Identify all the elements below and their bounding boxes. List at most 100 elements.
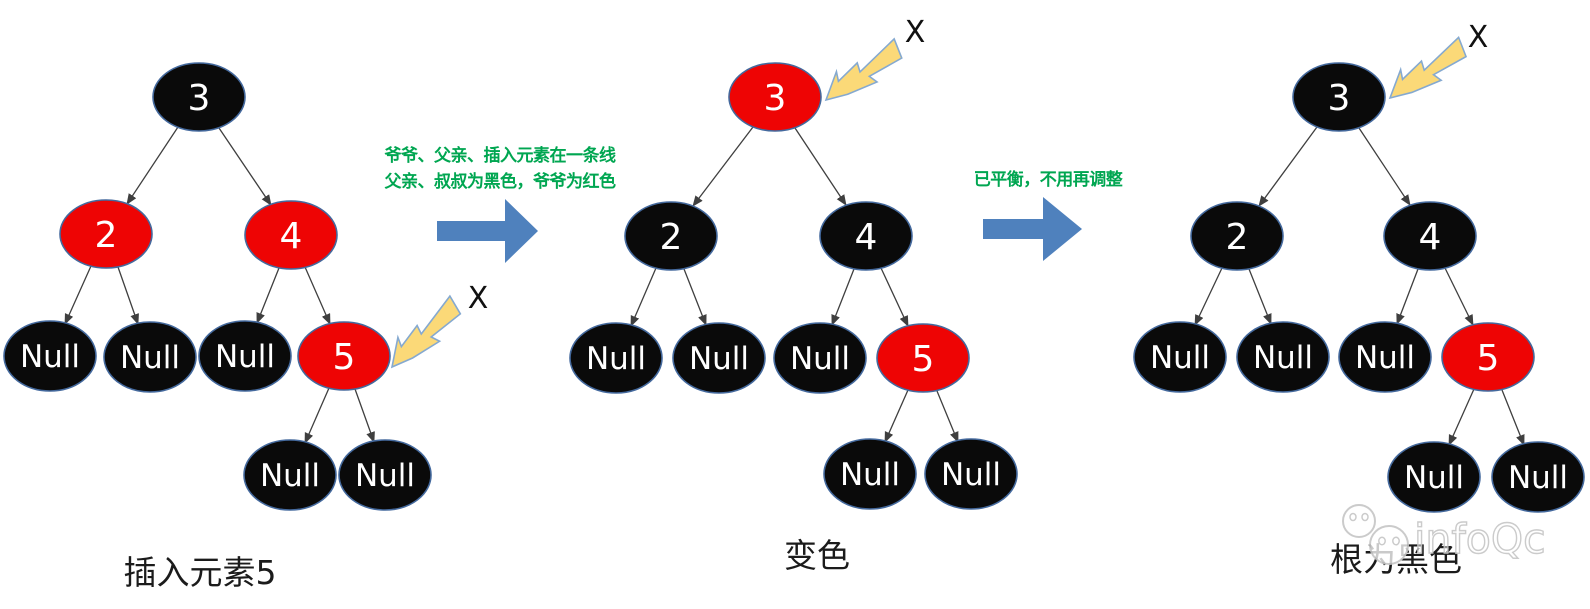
node-ellipse [1441,322,1535,392]
node-label: Null [215,339,275,375]
tree-edge [1358,127,1411,206]
pointer-x-label: X [1468,20,1489,55]
transition-step-1: 爷爷、父亲、插入元素在一条线 父亲、叔叔为黑色，爷爷为红色 [384,145,616,263]
tree-node-null: Null [1387,441,1481,513]
tree-edge [304,387,330,444]
tree-edge [880,267,909,327]
node-ellipse [338,439,432,511]
tree-node-right: 4 [819,201,913,271]
tree-edge [354,388,375,443]
tree-node-null: Null [1236,321,1330,393]
watermark-text: infoQc [1414,515,1546,563]
tree-caption: 变色 [784,536,850,575]
node-ellipse [819,201,913,271]
tree-node-root: 3 [728,62,822,132]
node-label: Null [120,340,180,376]
node-label: 2 [1226,217,1249,258]
tree-node-null: Null [198,320,292,392]
transition-arrow-icon [983,197,1082,261]
node-ellipse [1338,321,1432,393]
tree-edge [1448,388,1475,446]
node-ellipse [1383,201,1477,271]
tree-node-null: Null [672,322,766,394]
tree-root-black: 3 2 4 Null Null Null 5 Null [1133,20,1585,579]
node-label: 5 [912,339,935,380]
tree-edge [126,126,179,205]
tree-edge [1501,389,1525,446]
tree-node-root: 3 [1292,62,1386,132]
node-ellipse [59,199,153,269]
transition-arrow-icon [437,199,538,263]
node-ellipse [924,438,1018,510]
pointer-x-label: X [468,281,489,316]
tree-node-right: 4 [1383,201,1477,271]
tree-caption: 插入元素5 [124,553,277,592]
tree-edge [117,266,139,325]
tree-edge [831,268,855,326]
node-label: 5 [1477,338,1500,379]
tree-edge [304,266,331,325]
tree-node-null: Null [1133,321,1227,393]
node-ellipse [198,320,292,392]
tree-node-null: Null [3,320,97,392]
watermark: infoQc [1342,504,1546,565]
node-ellipse [823,438,917,510]
node-label: Null [586,341,646,377]
node-ellipse [624,201,718,271]
node-label: Null [790,341,850,377]
node-label: Null [840,457,900,493]
tree-edge [218,127,272,206]
watermark-logo-icon [1342,504,1409,565]
node-label: 2 [95,215,118,256]
tree-node-null: Null [924,438,1018,510]
tree-insert-element-5: 3 2 4 Null Null Null 5 Null [3,62,489,592]
node-ellipse [773,322,867,394]
pointer-arrow-icon [390,294,462,369]
pointer-arrow-icon [824,37,903,102]
node-label: Null [20,339,80,375]
tree-edge [884,389,909,443]
node-ellipse [152,62,246,132]
node-ellipse [1387,441,1481,513]
tree-edge [936,390,959,443]
tree-edge [1194,267,1223,326]
node-label: Null [1508,460,1568,496]
tree-node-null: Null [338,439,432,511]
tree-node-left: 2 [624,201,718,271]
node-ellipse [103,321,197,393]
node-label: 3 [188,78,211,119]
node-label: 5 [333,337,356,378]
tree-edge [683,268,707,326]
tree-node-left: 2 [1190,201,1284,271]
tree-node-5: 5 [876,323,970,393]
node-ellipse [876,323,970,393]
node-label: 3 [1328,78,1351,119]
node-ellipse [1133,321,1227,393]
node-ellipse [569,322,663,394]
tree-node-null: Null [1338,321,1432,393]
annotation-line: 爷爷、父亲、插入元素在一条线 [385,145,616,166]
tree-edge [1396,268,1419,325]
node-ellipse [672,322,766,394]
node-ellipse [243,439,337,511]
tree-edge [1444,267,1474,326]
tree-edge [1248,268,1272,325]
node-label: Null [355,458,415,494]
node-ellipse [1236,321,1330,393]
node-label: 4 [855,217,878,258]
node-ellipse [3,320,97,392]
tree-edge [64,265,92,325]
node-ellipse [1292,62,1386,132]
node-label: 3 [764,78,787,119]
pointer-x-label: X [905,15,926,50]
tree-edge [630,267,657,327]
node-ellipse [244,200,338,270]
tree-edge [692,126,754,207]
tree-node-null: Null [103,321,197,393]
tree-node-null: Null [1491,441,1585,513]
tree-edge [1258,126,1318,207]
tree-node-inserted-5: 5 [297,321,391,391]
annotation-line: 已平衡，不用再调整 [974,169,1123,190]
